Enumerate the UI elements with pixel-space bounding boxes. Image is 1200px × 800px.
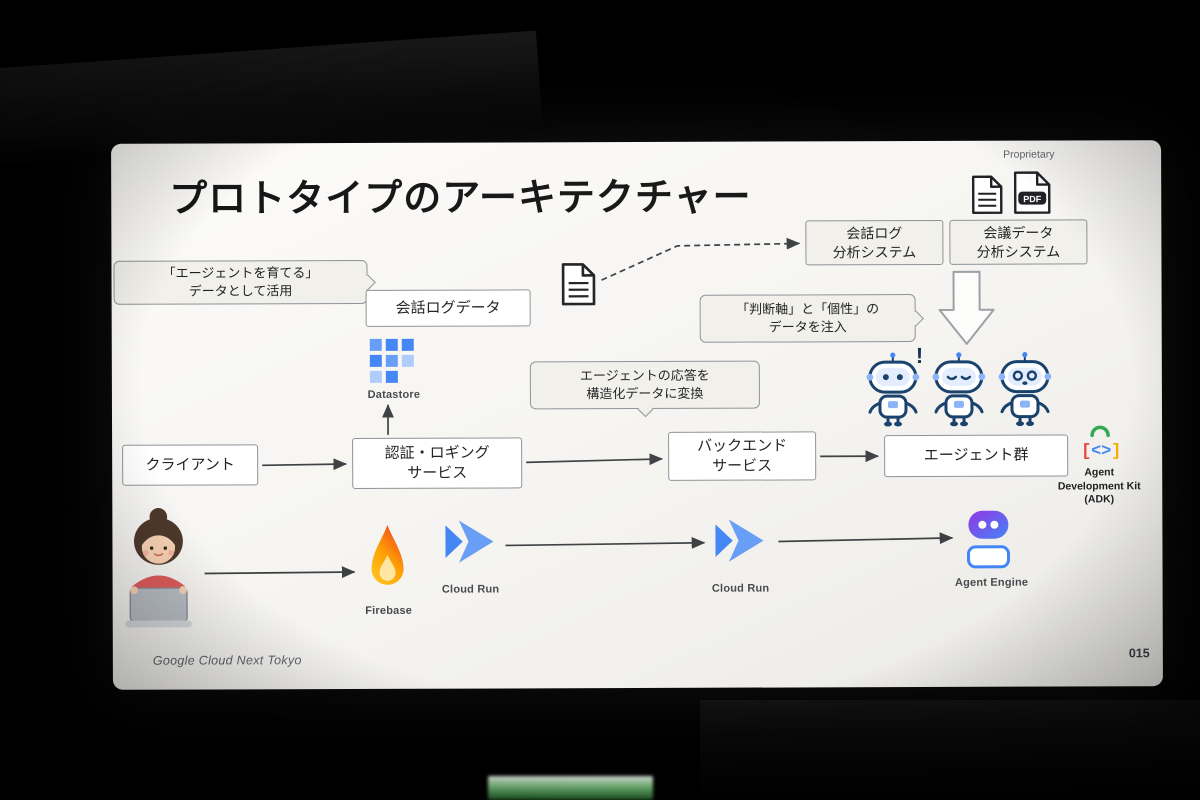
- stage-background-shadow: [700, 700, 1200, 800]
- node-conversation-log-data: 会話ログデータ: [365, 289, 531, 327]
- log-document-icon: [561, 263, 596, 306]
- cloud-run-label: Cloud Run: [441, 583, 500, 596]
- callout-nurture-agents: 「エージェントを育てる」 データとして活用: [113, 259, 376, 305]
- stage-floor-light: [488, 776, 653, 800]
- proprietary-label: Proprietary: [1003, 148, 1055, 161]
- agent-engine-label: Agent Engine: [954, 576, 1029, 589]
- node-backend-service: バックエンド サービス: [668, 431, 817, 481]
- cloud-run-icon: [715, 519, 764, 562]
- page-number: 015: [1128, 646, 1150, 661]
- robot-icon-sleepy: [932, 352, 986, 427]
- svg-text:>: >: [1101, 442, 1111, 461]
- svg-text:]: ]: [1111, 442, 1121, 461]
- slide-title: プロトタイプのアーキテクチャー: [169, 176, 752, 221]
- node-conversation-log-analysis: 会話ログ 分析システム: [805, 219, 944, 266]
- document-icon: [971, 175, 1003, 215]
- callout-structured-data: エージェントの応答を 構造化データに変換: [529, 360, 760, 417]
- node-client: クライアント: [122, 444, 259, 486]
- cloud-run-icon: [445, 520, 494, 563]
- pdf-document-icon: PDF: [1013, 171, 1051, 214]
- presentation-slide: プロトタイプのアーキテクチャー Proprietary PDF 会話ログ 分析シ…: [111, 140, 1163, 690]
- user-person-illustration: [125, 508, 192, 628]
- callout-inject-data: 「判断軸」と「個性」の データを注入: [699, 294, 924, 343]
- firebase-icon: [371, 524, 404, 585]
- robot-icon-happy: [998, 352, 1052, 427]
- datastore-label: Datastore: [367, 388, 421, 401]
- svg-text:[: [: [1081, 442, 1091, 461]
- adk-icon: [ < > ]: [1081, 425, 1121, 461]
- agent-robots: [862, 350, 1067, 431]
- robot-icon-alert: [866, 352, 920, 427]
- callout-pointer: [637, 401, 653, 417]
- svg-text:<: <: [1091, 442, 1101, 461]
- node-meeting-data-analysis: 会議データ 分析システム: [949, 219, 1088, 265]
- exclamation-mark: !: [915, 343, 924, 369]
- adk-label: Agent Development Kit (ADK): [1057, 466, 1141, 506]
- agent-engine-icon: [966, 510, 1011, 569]
- firebase-label: Firebase: [365, 604, 413, 617]
- pdf-badge-text: PDF: [1023, 194, 1042, 204]
- big-down-arrow: [938, 270, 995, 345]
- cloud-run-label: Cloud Run: [711, 582, 770, 595]
- datastore-icon: [369, 338, 414, 383]
- footer-event-name: Google Cloud Next Tokyo: [152, 653, 302, 668]
- node-auth-logging-service: 認証・ロギング サービス: [352, 437, 523, 489]
- callout-pointer: [359, 274, 376, 290]
- callout-pointer: [907, 310, 924, 326]
